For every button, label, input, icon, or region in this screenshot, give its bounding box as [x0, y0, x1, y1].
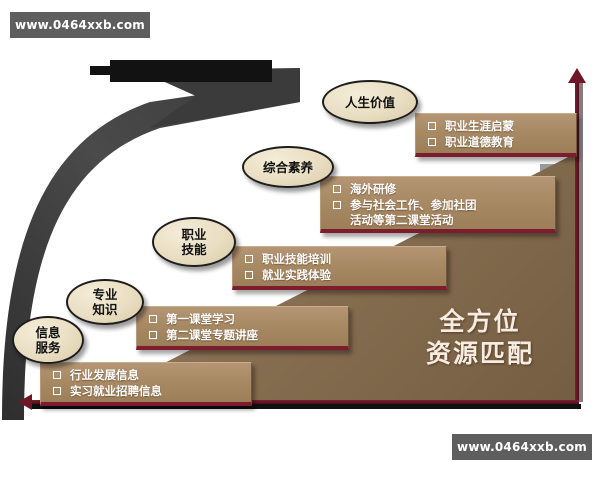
- stage-node-info[interactable]: 信息 服务: [12, 316, 84, 364]
- box-item: 职业技能培训: [241, 252, 438, 268]
- bullet-icon: [53, 371, 61, 379]
- box-item-label: 职业技能培训: [262, 252, 331, 266]
- box-item: 第一课堂学习: [145, 312, 340, 328]
- box-item-label: 职业生涯启蒙: [445, 119, 514, 133]
- stage-node-life[interactable]: 人生价值: [322, 80, 418, 124]
- box-item: 行业发展信息: [49, 368, 243, 384]
- bullet-icon: [149, 315, 157, 323]
- horizontal-axis: [28, 400, 579, 404]
- box-item-label: 参与社会工作、参加社团 活动等第二课堂活动: [350, 197, 477, 228]
- box-item: 海外研修: [329, 182, 547, 198]
- box-item-label: 职业道德教育: [445, 134, 514, 149]
- stage-node-quality[interactable]: 综合素养: [242, 146, 334, 188]
- bullet-icon: [245, 270, 253, 279]
- content-box-knowledge: 第一课堂学习 第二课堂专题讲座: [136, 306, 349, 350]
- stage-node-label: 职业 技能: [181, 227, 207, 257]
- content-box-quality: 海外研修 参与社会工作、参加社团 活动等第二课堂活动: [320, 176, 556, 233]
- box-item-label: 第一课堂学习: [166, 312, 235, 326]
- box-item: 参与社会工作、参加社团 活动等第二课堂活动: [329, 198, 547, 229]
- watermark-bottom: www.0464xxb.com: [452, 434, 592, 460]
- vertical-axis-shadow: [579, 82, 583, 402]
- box-item-label: 实习就业招聘信息: [70, 383, 162, 398]
- box-item: 职业生涯启蒙: [424, 119, 568, 135]
- content-box-life: 职业生涯启蒙 职业道德教育: [415, 113, 577, 157]
- bullet-icon: [53, 386, 61, 395]
- content-box-skill: 职业技能培训 就业实践体验: [232, 246, 447, 290]
- ramp-label-line2: 资源匹配: [425, 339, 534, 368]
- ramp-label: 全方位 资源匹配: [390, 306, 570, 370]
- bullet-icon: [428, 122, 436, 130]
- bullet-icon: [333, 185, 341, 193]
- box-item: 第二课堂专题讲座: [145, 328, 340, 344]
- watermark-top: www.0464xxb.com: [10, 12, 150, 38]
- ramp-label-line1: 全方位: [439, 307, 521, 336]
- vertical-axis: [575, 78, 579, 404]
- stage-node-skill[interactable]: 职业 技能: [152, 217, 236, 267]
- bullet-icon: [149, 330, 157, 339]
- stage-node-label: 专业 知识: [92, 287, 118, 317]
- box-item-label: 行业发展信息: [70, 368, 139, 382]
- growth-curve-arrow: [2, 68, 300, 420]
- stage-node-label: 综合素养: [262, 159, 313, 175]
- stage-node-label: 人生价值: [344, 94, 395, 110]
- bullet-icon: [428, 137, 436, 146]
- bullet-icon: [333, 200, 341, 209]
- box-item: 实习就业招聘信息: [49, 384, 243, 400]
- redaction-bar-small: [90, 66, 118, 75]
- vertical-axis-arrow-icon: [568, 68, 586, 83]
- box-item-label: 就业实践体验: [262, 267, 331, 282]
- box-item: 职业道德教育: [424, 135, 568, 151]
- box-item-label: 海外研修: [350, 182, 396, 196]
- bullet-icon: [245, 255, 253, 263]
- content-box-info: 行业发展信息 实习就业招聘信息: [40, 362, 252, 406]
- box-item-label: 第二课堂专题讲座: [166, 327, 258, 342]
- stage-node-knowledge[interactable]: 专业 知识: [66, 279, 144, 325]
- horizontal-axis-arrow-icon: [18, 394, 32, 410]
- stage-node-label: 信息 服务: [35, 325, 61, 355]
- horizontal-axis-shadow: [30, 404, 581, 409]
- box-item: 就业实践体验: [241, 268, 438, 284]
- redaction-bar-title: [110, 60, 272, 82]
